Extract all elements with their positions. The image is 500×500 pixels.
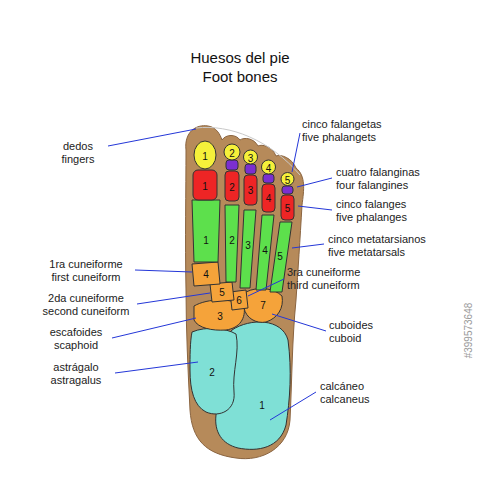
part-name: third cuneiform: [287, 279, 360, 292]
callout-number: 2: [229, 148, 235, 159]
part-name: fingers: [61, 153, 94, 166]
callout-number: 2: [229, 182, 235, 193]
callout-number: 5: [285, 203, 291, 214]
subtitle: Foot bones: [202, 68, 277, 86]
callout-number: 5: [277, 251, 283, 262]
part-name: calcáneo: [320, 380, 364, 393]
part-name: five metatarsals: [328, 246, 405, 259]
callout-number: 7: [260, 300, 266, 311]
callout-number: 4: [266, 163, 272, 174]
part-name: first cuneiform: [51, 271, 120, 284]
part-name: astrágalo: [53, 361, 98, 374]
callout-number: 3: [217, 311, 223, 322]
part-name: 1ra cuneiforme: [49, 258, 122, 271]
part-name: cinco falangetas: [302, 118, 382, 131]
callout-number: 4: [266, 193, 272, 204]
part-name: scaphoid: [54, 339, 98, 352]
part-name: calcaneus: [320, 393, 370, 406]
part-name: five phalangets: [302, 131, 376, 144]
callout-number: 3: [245, 240, 251, 251]
callout-number: 5: [285, 175, 291, 186]
title: Huesos del pie: [190, 49, 289, 67]
part-name: 3ra cuneiforme: [287, 266, 360, 279]
callout-number: 2: [229, 235, 235, 246]
watermark: #399573648: [463, 302, 476, 358]
part-name: cinco metatarsianos: [328, 233, 426, 246]
callout-number: 4: [203, 269, 209, 280]
part-name: cuatro falanginas: [336, 166, 420, 179]
callout-number: 1: [202, 181, 208, 192]
part-name: four falangines: [336, 179, 408, 192]
part-name: cuboides: [329, 319, 373, 332]
part-name: cuboid: [329, 332, 361, 345]
callout-number: 3: [248, 185, 254, 196]
part-name: astragalus: [51, 374, 102, 387]
part-name: 2da cuneiforme: [48, 292, 124, 305]
callout-number: 4: [262, 245, 268, 256]
callout-number: 1: [259, 400, 265, 411]
callout-number: 6: [236, 295, 242, 306]
part-name: cinco falanges: [336, 198, 406, 211]
part-name: dedos: [63, 140, 93, 153]
callout-number: 2: [209, 367, 215, 378]
part-name: second cuneiform: [43, 305, 130, 318]
part-name: five phalanges: [336, 211, 407, 224]
part-name: escafoides: [50, 326, 103, 339]
callout-number: 3: [248, 153, 254, 164]
callout-number: 5: [219, 287, 225, 298]
callout-number: 1: [202, 151, 208, 162]
callout-number: 1: [203, 235, 209, 246]
